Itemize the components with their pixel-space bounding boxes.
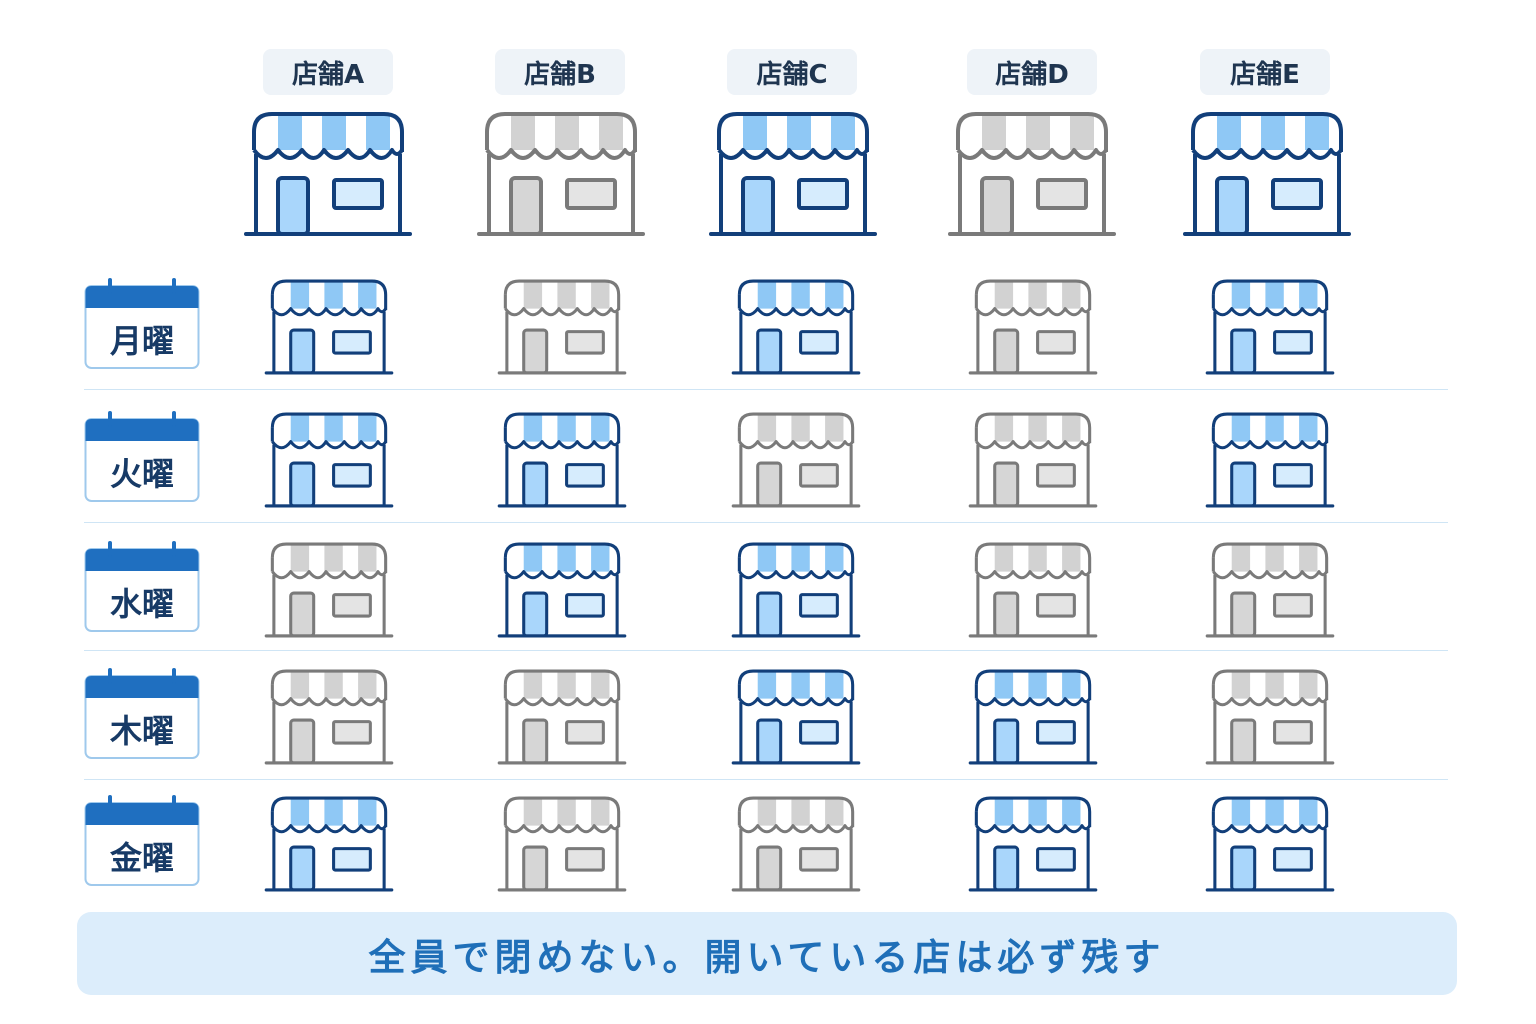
row-divider (84, 522, 1448, 523)
day-label-monday: 月曜 (109, 322, 174, 360)
row-divider (84, 650, 1448, 651)
store-icon (968, 669, 1098, 765)
store-icon (731, 669, 861, 765)
store-icon (968, 542, 1098, 638)
store-icon (948, 112, 1116, 236)
store-icon (1205, 279, 1335, 375)
store-label-c: 店舗C (727, 49, 857, 95)
store-icon (731, 412, 861, 508)
row-divider (84, 389, 1448, 390)
store-icon (968, 412, 1098, 508)
store-icon (1205, 669, 1335, 765)
store-icon (497, 669, 627, 765)
calendar-icon (84, 668, 200, 759)
store-icon (477, 112, 645, 236)
day-label-tuesday: 火曜 (109, 455, 174, 493)
store-icon (264, 669, 394, 765)
day-label-thursday: 木曜 (109, 712, 174, 750)
calendar-icon (84, 541, 200, 632)
store-label-b: 店舗B (495, 49, 625, 95)
store-icon (731, 279, 861, 375)
store-icon (497, 542, 627, 638)
store-icon (264, 412, 394, 508)
store-icon (497, 796, 627, 892)
day-badge-thursday: 木曜 (84, 668, 200, 760)
store-icon (968, 796, 1098, 892)
store-label-e: 店舗E (1200, 49, 1330, 95)
store-icon (244, 112, 412, 236)
store-label-d: 店舗D (967, 49, 1097, 95)
day-badge-friday: 金曜 (84, 795, 200, 887)
store-icon (1205, 542, 1335, 638)
store-icon (264, 279, 394, 375)
store-icon (264, 796, 394, 892)
day-label-wednesday: 水曜 (109, 585, 174, 623)
row-divider (84, 779, 1448, 780)
calendar-icon (84, 278, 200, 369)
store-icon (731, 796, 861, 892)
store-icon (497, 412, 627, 508)
store-icon (1205, 412, 1335, 508)
day-badge-monday: 月曜 (84, 278, 200, 370)
summary-banner: 全員で閉めない。開いている店は必ず残す (77, 912, 1457, 995)
store-icon (1205, 796, 1335, 892)
day-label-friday: 金曜 (109, 839, 174, 877)
store-icon (497, 279, 627, 375)
store-icon (264, 542, 394, 638)
day-badge-wednesday: 水曜 (84, 541, 200, 633)
store-icon (1183, 112, 1351, 236)
calendar-icon (84, 795, 200, 886)
store-icon (709, 112, 877, 236)
calendar-icon (84, 411, 200, 502)
day-badge-tuesday: 火曜 (84, 411, 200, 503)
store-icon (731, 542, 861, 638)
store-icon (968, 279, 1098, 375)
store-label-a: 店舗A (263, 49, 393, 95)
